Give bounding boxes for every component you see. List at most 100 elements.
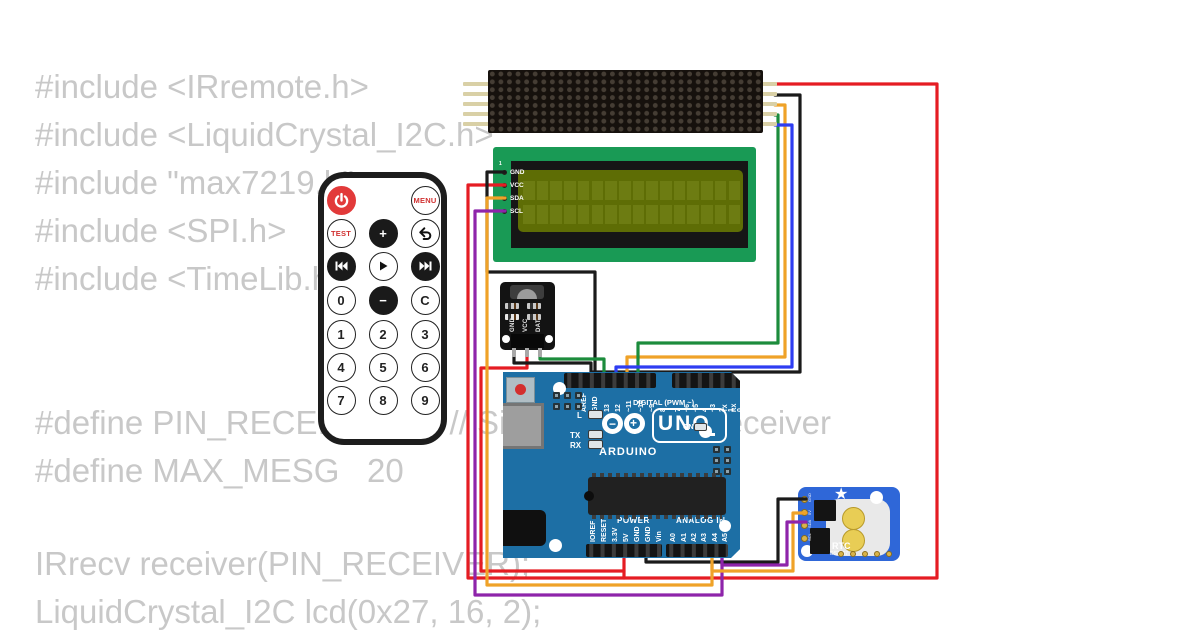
prev-icon	[335, 261, 347, 271]
remote-button-d9[interactable]: 9	[410, 385, 440, 415]
lcd-cell	[660, 181, 672, 200]
reset-button[interactable]	[506, 377, 535, 403]
icsp-pin	[553, 392, 560, 399]
led-rx	[588, 440, 603, 449]
remote-button-d8[interactable]: 8	[368, 385, 398, 415]
ir-pin[interactable]	[512, 348, 516, 357]
remote-button-d3[interactable]: 3	[410, 319, 440, 349]
lcd-cell	[591, 181, 604, 200]
remote-button-back[interactable]	[410, 218, 440, 248]
matrix-pin	[762, 102, 777, 106]
mounting-hole	[501, 335, 510, 343]
led-matrix-display[interactable]	[488, 70, 763, 133]
lcd-pin-label: GND	[510, 169, 525, 176]
rtc-bottom-pin	[838, 551, 844, 557]
rtc-bottom-pin	[874, 551, 880, 557]
wire-rtc-gnd-black	[644, 497, 808, 564]
remote-button-play[interactable]	[368, 251, 398, 281]
rtc-pin[interactable]	[800, 534, 808, 542]
ir-pin[interactable]	[538, 348, 542, 357]
icsp-pin	[553, 403, 560, 410]
lcd-cell	[673, 181, 686, 200]
remote-button-d7[interactable]: 7	[326, 385, 356, 415]
lcd-cell	[536, 181, 549, 200]
mounting-hole	[719, 520, 731, 532]
digital-header-left[interactable]	[564, 373, 656, 388]
led-l	[588, 410, 603, 419]
on-label: ON	[683, 424, 694, 431]
digital-header-right[interactable]	[672, 373, 740, 388]
lcd-cell	[673, 205, 686, 224]
matrix-pin	[463, 102, 489, 106]
chip-legs	[592, 515, 722, 519]
code-line: #include <IRremote.h>	[35, 68, 369, 105]
lcd-pin-label: SDA	[510, 195, 524, 202]
remote-button-menu[interactable]: MENU	[410, 185, 440, 215]
lcd-cell	[523, 181, 535, 200]
lcd-cell	[618, 205, 631, 224]
lcd-pin-label: SCL	[510, 208, 523, 215]
rtc-label: RTC	[832, 541, 851, 551]
remote-button-d1[interactable]: 1	[326, 319, 356, 349]
remote-button-d5[interactable]: 5	[368, 352, 398, 382]
remote-button-d2[interactable]: 2	[368, 319, 398, 349]
analog-header[interactable]	[666, 544, 728, 557]
icsp-pin	[564, 403, 571, 410]
lcd-cell	[632, 181, 645, 200]
lcd-cell	[714, 205, 727, 224]
matrix-pin	[463, 112, 489, 116]
arduino-logo	[624, 413, 645, 434]
icsp2-pin	[724, 468, 731, 475]
wire-rtc-sda-orange	[710, 511, 808, 573]
power-header[interactable]	[586, 544, 662, 557]
matrix-pin	[463, 82, 489, 86]
wire-matrix-cs-green	[636, 113, 780, 386]
next-icon	[419, 261, 431, 271]
resistor	[505, 314, 519, 320]
lcd-screen	[518, 170, 743, 232]
ir-pin-label: VCC	[523, 318, 529, 332]
digital-pin-label: AREF	[581, 392, 588, 412]
lcd-cell	[728, 181, 741, 200]
remote-button-next[interactable]	[410, 251, 440, 281]
matrix-pin	[762, 82, 777, 86]
ir-pin-block	[511, 334, 544, 348]
lcd-cell	[564, 181, 576, 200]
remote-button-c[interactable]: C	[410, 285, 440, 315]
remote-button-test[interactable]: TEST	[326, 218, 356, 248]
logo-minus: −	[609, 417, 617, 431]
remote-button-minus[interactable]: −	[368, 285, 398, 315]
remote-button-d6[interactable]: 6	[410, 352, 440, 382]
chip-notch	[584, 491, 594, 501]
lcd-cell	[536, 205, 549, 224]
ir-sensor-dome	[517, 289, 537, 299]
remote-button-prev[interactable]	[326, 251, 356, 281]
power-pin-label: IOREF	[590, 520, 598, 542]
icsp2-pin	[713, 457, 720, 464]
remote-button-power[interactable]	[326, 185, 356, 215]
rtc-chip	[814, 500, 836, 521]
matrix-pin	[762, 112, 777, 116]
rtc-bottom-pin	[862, 551, 868, 557]
matrix-pin	[463, 92, 489, 96]
code-line: #include <LiquidCrystal_I2C.h>	[35, 116, 494, 153]
lcd-cell	[564, 205, 576, 224]
uno-outline	[652, 408, 727, 443]
power-label: POWER	[617, 516, 650, 525]
remote-button-d0[interactable]: 0	[326, 285, 356, 315]
play-icon	[380, 261, 388, 271]
remote-button-d4[interactable]: 4	[326, 352, 356, 382]
lcd-cell	[577, 181, 590, 200]
resistor	[505, 303, 519, 309]
ir-pin[interactable]	[525, 348, 529, 357]
digital-pin-label: 13	[603, 404, 611, 412]
lcd-cell	[523, 205, 535, 224]
remote-button-plus[interactable]: +	[368, 218, 398, 248]
eeprom-chip	[810, 528, 830, 554]
power-pin-label: RESET	[601, 518, 609, 542]
